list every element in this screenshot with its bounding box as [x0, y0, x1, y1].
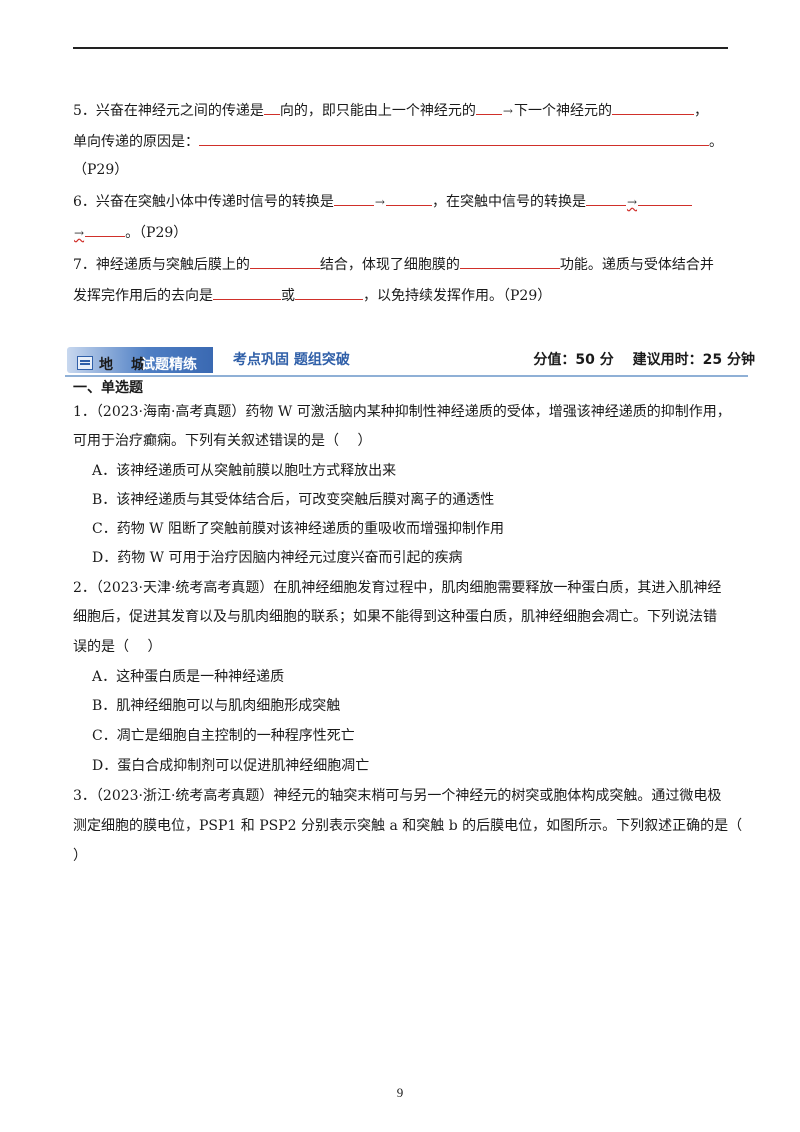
- banner-label-part1: 地 城: [99, 357, 147, 373]
- option-c: C．药物 W 阻断了突触前膜对该神经递质的重吸收而增强抑制作用: [92, 521, 505, 537]
- blank: [333, 191, 374, 206]
- fill-q5-text-f: 。: [709, 134, 723, 150]
- fill-q7-text-b: 结合，体现了细胞膜的: [319, 257, 460, 273]
- blank: [213, 285, 281, 300]
- question-stem: 细胞后，促进其发育以及与肌肉细胞的联系；如果不能得到这种蛋白质，肌神经细胞会凋亡…: [73, 609, 717, 625]
- fill-q7-text-d: 发挥完作用后的去向是: [73, 288, 213, 304]
- section-title: 一、单选题: [73, 380, 143, 396]
- blank: [638, 191, 693, 206]
- question-stem: ）: [73, 848, 87, 864]
- fill-q5-ref: （P29）: [73, 162, 129, 178]
- question-stem: 1．（2023·海南·高考真题）药物 W 可激活脑内某种抑制性神经递质的受体，增…: [73, 404, 731, 420]
- fill-q6-text-a: 6．兴奋在突触小体中传递时信号的转换是: [73, 194, 334, 210]
- banner-score-time: 分值：50 分 建议用时：25 分钟: [533, 352, 755, 368]
- fill-q7-text-e: 或: [281, 288, 295, 304]
- banner-tab: 地 城 试题精练: [67, 347, 213, 373]
- header-rule: [73, 47, 728, 49]
- fill-q5-text-c: 下一个神经元的: [513, 103, 612, 119]
- banner-subtitle: 考点巩固 题组突破: [233, 352, 350, 368]
- fill-q5-text-a: 5．兴奋在神经元之间的传递是: [73, 103, 264, 119]
- section-banner: 地 城 试题精练 考点巩固 题组突破 分值：50 分 建议用时：25 分钟: [65, 344, 755, 378]
- blank: [199, 131, 709, 146]
- blank: [85, 222, 126, 237]
- fill-q6-line2: → 。（P29）: [73, 222, 187, 243]
- fill-q6-text-b: ，在突触中信号的转换是: [431, 194, 586, 210]
- option-c: C．凋亡是细胞自主控制的一种程序性死亡: [92, 728, 355, 744]
- option-a: A．该神经递质可从突触前膜以胞吐方式释放出来: [92, 463, 397, 479]
- fill-q5-line1: 5．兴奋在神经元之间的传递是向的，即只能由上一个神经元的 →下一个神经元的 ，: [73, 100, 708, 121]
- fill-q7-text-c: 功能。递质与受体结合并: [559, 257, 714, 273]
- question-stem: 3．（2023·浙江·统考高考真题）神经元的轴突末梢可与另一个神经元的树突或胞体…: [73, 788, 722, 804]
- option-b: B．肌神经细胞可以与肌肉细胞形成突触: [92, 698, 341, 714]
- fill-q5-text-b: 向的，即只能由上一个神经元的: [279, 103, 476, 119]
- fill-q5-text-d: ，: [693, 103, 708, 119]
- page-number: 9: [396, 1085, 404, 1100]
- blank: [249, 254, 320, 269]
- banner-label-part2: 试题精练: [141, 357, 197, 373]
- option-b: B．该神经递质与其受体结合后，可改变突触后膜对离子的通透性: [92, 492, 495, 508]
- blank: [585, 191, 626, 206]
- question-stem: 2．（2023·天津·统考高考真题）在肌神经细胞发育过程中，肌肉细胞需要释放一种…: [73, 580, 722, 596]
- arrow-icon: →: [502, 104, 513, 118]
- option-d: D．蛋白合成抑制剂可以促进肌神经细胞凋亡: [92, 758, 370, 774]
- question-stem: 误的是（ ）: [73, 639, 162, 655]
- arrow-icon: →: [374, 195, 385, 209]
- question-stem: 可用于治疗癫痫。下列有关叙述错误的是（ ）: [73, 433, 372, 449]
- arrow-icon: →: [74, 226, 85, 240]
- question-stem: 测定细胞的膜电位，PSP1 和 PSP2 分别表示突触 a 和突触 b 的后膜电…: [73, 818, 743, 834]
- blank: [475, 100, 502, 115]
- fill-q5-line2: 单向传递的原因是： 。: [73, 131, 723, 152]
- fill-q7-text-f: ，以免持续发挥作用。（P29）: [363, 288, 552, 304]
- option-d: D．药物 W 可用于治疗因脑内神经元过度兴奋而引起的疾病: [92, 550, 463, 566]
- blank: [611, 100, 694, 115]
- blank: [263, 100, 280, 115]
- blank: [385, 191, 432, 206]
- list-icon: [77, 356, 93, 370]
- fill-q7-line2: 发挥完作用后的去向是 或 ，以免持续发挥作用。（P29）: [73, 285, 551, 306]
- blank: [295, 285, 363, 300]
- fill-q5-text-e: 单向传递的原因是：: [73, 134, 199, 150]
- arrow-icon: →: [626, 195, 638, 209]
- banner-divider: [65, 375, 748, 377]
- fill-q6-text-c: 。（P29）: [125, 225, 188, 241]
- fill-q6-line1: 6．兴奋在突触小体中传递时信号的转换是 → ，在突触中信号的转换是 →: [73, 191, 693, 212]
- fill-q5-line3: （P29）: [73, 160, 128, 180]
- blank: [459, 254, 560, 269]
- option-a: A．这种蛋白质是一种神经递质: [92, 669, 285, 685]
- fill-q7-line1: 7．神经递质与突触后膜上的 结合，体现了细胞膜的 功能。递质与受体结合并: [73, 254, 714, 275]
- fill-q7-text-a: 7．神经递质与突触后膜上的: [73, 257, 250, 273]
